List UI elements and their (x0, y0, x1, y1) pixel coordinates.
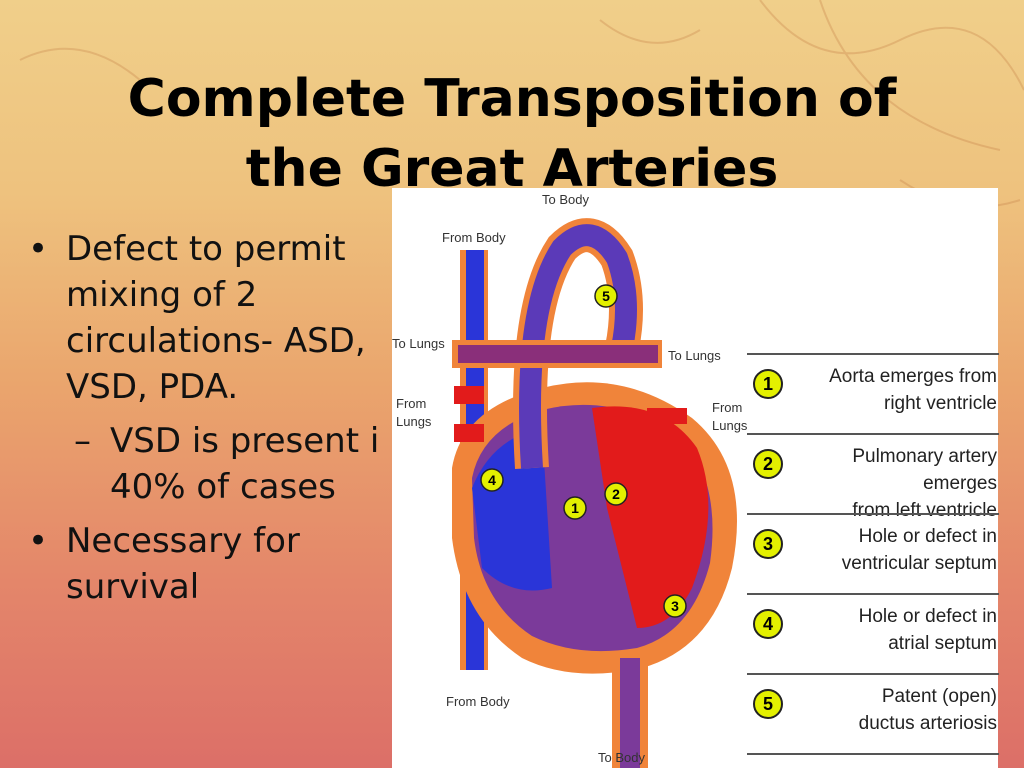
bullet-dot-icon: • (28, 521, 49, 561)
bullet-line: survival (66, 567, 200, 607)
heart-illustration: 1 2 3 4 5 To Body From Body To Lungs To … (392, 192, 748, 768)
pulmonary-artery (458, 345, 658, 363)
marker-label: 2 (612, 486, 620, 502)
marker-3 (663, 594, 687, 618)
pulmonary-vein (647, 408, 687, 424)
title-line: Complete Transposition of (127, 69, 897, 129)
legend-number: 2 (753, 449, 783, 479)
legend-number: 4 (753, 609, 783, 639)
bullet-item: • Defect to permit mixing of 2 circulati… (28, 226, 428, 410)
pulmonary-vein (454, 424, 484, 442)
marker-label: 5 (602, 288, 610, 304)
legend-number: 1 (753, 369, 783, 399)
legend-line: Hole or defect in (858, 606, 997, 627)
descending-aorta (620, 658, 640, 768)
label-to-body-top: To Body (542, 192, 589, 207)
legend-line: ductus arteriosis (858, 713, 997, 734)
legend-text: Hole or defect in ventricular septum (787, 523, 997, 577)
legend-item: 4 Hole or defect in atrial septum (747, 593, 999, 673)
bullet-line: Defect to permit (66, 229, 346, 269)
label-to-lungs-right: To Lungs (668, 348, 721, 363)
legend-text: Pulmonary artery emerges from left ventr… (787, 443, 997, 524)
label-from-lungs-left: From (396, 396, 426, 411)
legend-number: 5 (753, 689, 783, 719)
marker-label: 1 (571, 500, 579, 516)
legend-text: Aorta emerges from right ventricle (787, 363, 997, 417)
legend-line: Patent (open) (881, 686, 997, 707)
legend-line: ventricular septum (841, 553, 997, 574)
legend-line: Hole or defect in (858, 526, 997, 547)
bullet-line: VSD is present i (110, 421, 380, 461)
bullet-line: 40% of cases (110, 467, 336, 507)
legend-number: 3 (753, 529, 783, 559)
marker-5 (594, 284, 618, 308)
legend-line: right ventricle (884, 393, 997, 414)
legend-item: 5 Patent (open) ductus arteriosis (747, 673, 999, 755)
label-from-lungs-left: Lungs (396, 414, 432, 429)
marker-4 (480, 468, 504, 492)
dash-icon: – (74, 421, 91, 461)
pulmonary-vein (454, 386, 484, 404)
sub-bullet-item: – VSD is present i 40% of cases (28, 418, 428, 510)
bullet-line: circulations- ASD, (66, 321, 366, 361)
bullet-list: • Defect to permit mixing of 2 circulati… (28, 226, 428, 618)
heart-diagram: 1 2 3 4 5 To Body From Body To Lungs To … (392, 188, 999, 768)
legend-line: atrial septum (888, 633, 997, 654)
label-to-body-bottom: To Body (598, 750, 645, 765)
slide-title: Complete Transposition of the Great Arte… (60, 64, 964, 204)
bullet-line: Necessary for (66, 521, 300, 561)
legend-item: 3 Hole or defect in ventricular septum (747, 513, 999, 593)
label-from-body-top: From Body (442, 230, 506, 245)
label-from-body-bottom: From Body (446, 694, 510, 709)
legend-line: Pulmonary artery emerges (852, 446, 997, 494)
label-from-lungs-right: Lungs (712, 418, 748, 433)
left-heart (592, 406, 709, 628)
legend-item: 1 Aorta emerges from right ventricle (747, 353, 999, 433)
label-from-lungs-right: From (712, 400, 742, 415)
legend-text: Hole or defect in atrial septum (787, 603, 997, 657)
legend-text: Patent (open) ductus arteriosis (787, 683, 997, 737)
bullet-item: • Necessary for survival (28, 518, 428, 610)
marker-2 (604, 482, 628, 506)
legend-line: Aorta emerges from (829, 366, 997, 387)
marker-label: 4 (488, 472, 496, 488)
legend-item: 2 Pulmonary artery emerges from left ven… (747, 433, 999, 521)
bullet-dot-icon: • (28, 229, 49, 269)
marker-label: 3 (671, 598, 679, 614)
bullet-line: mixing of 2 (66, 275, 258, 315)
marker-1 (563, 496, 587, 520)
bullet-line: VSD, PDA. (66, 367, 239, 407)
label-to-lungs-left: To Lungs (392, 336, 445, 351)
legend-line: from left ventricle (852, 500, 997, 521)
